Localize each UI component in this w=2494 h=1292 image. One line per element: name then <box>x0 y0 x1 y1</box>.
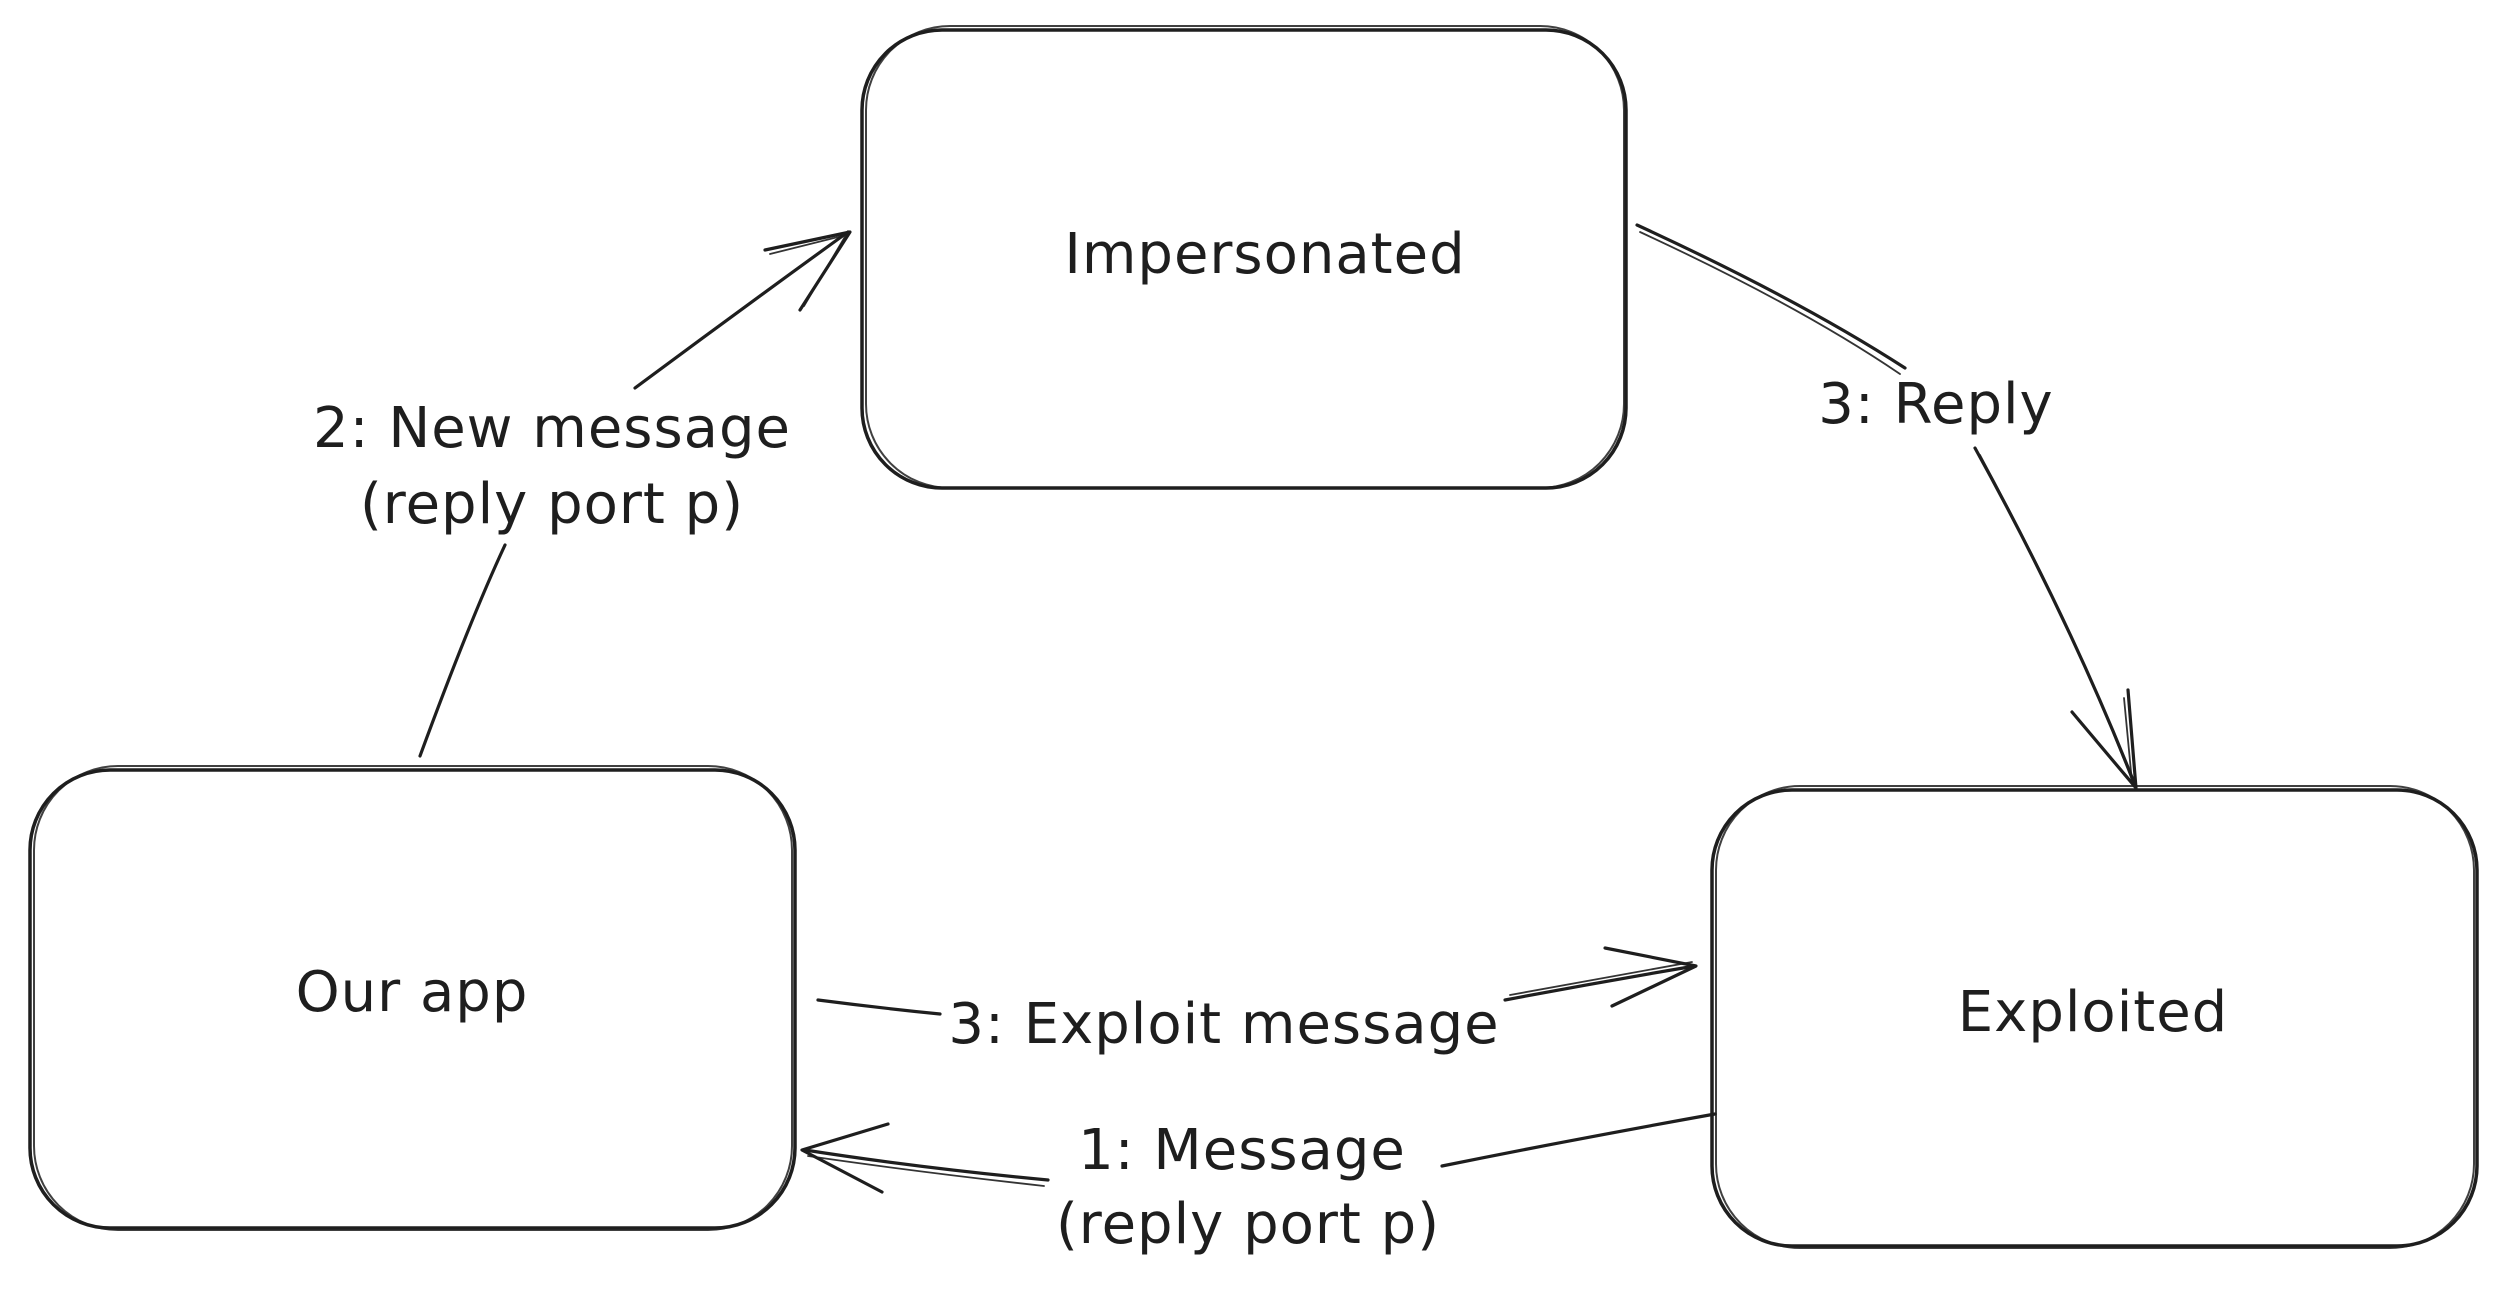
edge-exploit-message-label: 3: Exploit message <box>948 992 1499 1057</box>
edge-message-left-line <box>803 1148 1050 1182</box>
edge-new-message-lower-line <box>418 543 507 758</box>
arrowhead-exploit-message <box>1603 946 1698 1008</box>
edge-reply-lower-line <box>1973 446 2137 787</box>
edge-exploit-message-left-line <box>816 998 942 1016</box>
node-our-app[interactable]: Our app <box>28 765 797 1231</box>
edge-reply: 3: Reply <box>1635 223 2138 790</box>
edge-new-message-label-line1: 2: New message <box>313 396 791 461</box>
edge-new-message-upper-line <box>633 230 850 390</box>
node-impersonated[interactable]: Impersonated <box>860 25 1628 490</box>
node-exploited-label: Exploited <box>1958 980 2228 1045</box>
arrowhead-reply <box>2070 688 2138 790</box>
edge-message-label-line2: (reply port p) <box>1056 1192 1440 1257</box>
node-exploited[interactable]: Exploited <box>1710 785 2479 1249</box>
edge-message-right-line <box>1440 1112 1717 1168</box>
edge-new-message: 2: New message (reply port p) <box>313 230 852 758</box>
arrowhead-message <box>800 1122 890 1194</box>
edge-reply-label: 3: Reply <box>1818 372 2053 437</box>
edge-message-label-line1: 1: Message <box>1078 1118 1406 1183</box>
edge-exploit-message: 3: Exploit message <box>816 946 1698 1057</box>
edge-message: 1: Message (reply port p) <box>800 1112 1717 1257</box>
edge-reply-upper-line <box>1635 223 1907 370</box>
edge-new-message-label-line2: (reply port p) <box>360 472 744 537</box>
edge-exploit-message-right-line <box>1503 964 1697 1002</box>
node-impersonated-label: Impersonated <box>1064 222 1465 287</box>
node-our-app-label: Our app <box>296 960 529 1025</box>
